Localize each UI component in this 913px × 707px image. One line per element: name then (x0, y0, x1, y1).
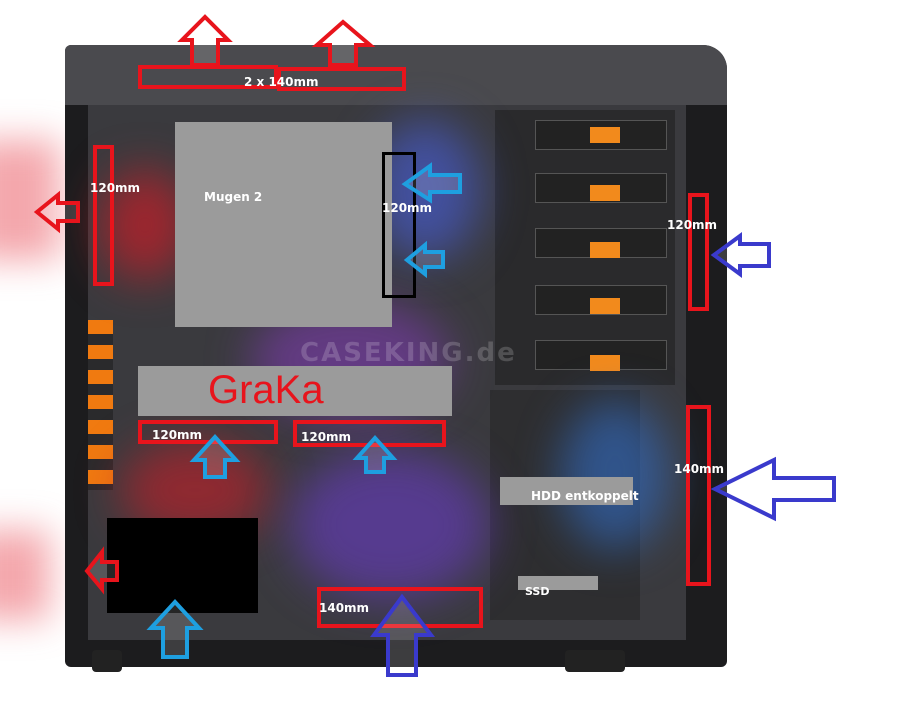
exhaust-arrow-rear-top (33, 190, 80, 234)
gpu-fan-right-label: 120mm (301, 430, 352, 444)
case-top-panel (65, 45, 727, 105)
cooler-fan-label: 120mm (382, 201, 433, 215)
top-fan-right-box (277, 67, 406, 91)
hdd-box (500, 477, 633, 505)
cpu-cooler-label: Mugen 2 (204, 190, 263, 204)
hdd-label: HDD entkoppelt (531, 489, 639, 503)
orange-latch (590, 242, 620, 258)
gpu-box (138, 366, 452, 416)
front-lower-fan-box (686, 405, 711, 586)
orange-latch (590, 298, 620, 314)
intake-arrow-gpu-left (189, 434, 241, 479)
airflow-glow-purple (290, 450, 490, 600)
exhaust-arrow-rear-bottom (84, 546, 119, 595)
intake-arrow-cooler-bottom (403, 240, 445, 279)
front-upper-fan-label: 120mm (667, 218, 718, 232)
intake-arrow-gpu-right (352, 435, 398, 474)
top-fans-label: 2 x 140mm (244, 75, 319, 89)
intake-arrow-psu (146, 599, 204, 659)
intake-arrow-bottom (370, 593, 436, 677)
orange-latch (590, 355, 620, 371)
side-glow-red-bottom (0, 530, 50, 620)
watermark: CASEKING.de (300, 338, 517, 368)
gpu-label: GraKa (208, 368, 324, 412)
expansion-slots (88, 320, 113, 490)
intake-arrow-cooler-top (401, 162, 462, 204)
cooler-fan-box (382, 152, 416, 298)
bottom-fan-label: 140mm (319, 601, 370, 615)
exhaust-arrow-top-right (311, 19, 376, 67)
orange-latch (590, 185, 620, 201)
intake-arrow-front-lower (710, 456, 836, 522)
intake-arrow-front-upper (710, 232, 771, 278)
case-foot (565, 650, 625, 672)
psu-box (107, 518, 258, 613)
rear-fan-box (93, 145, 114, 286)
ssd-box (518, 576, 598, 590)
case-foot (92, 650, 122, 672)
airflow-glow-blue (560, 400, 670, 550)
cpu-cooler-box (175, 122, 392, 327)
orange-latch (590, 127, 620, 143)
bottom-fan-box (317, 587, 483, 628)
exhaust-arrow-top-left (177, 14, 233, 67)
ssd-label: SSD (525, 585, 550, 598)
front-lower-fan-label: 140mm (674, 462, 725, 476)
front-upper-fan-box (688, 193, 709, 311)
rear-fan-label: 120mm (90, 181, 141, 195)
gpu-fan-left-label: 120mm (152, 428, 203, 442)
